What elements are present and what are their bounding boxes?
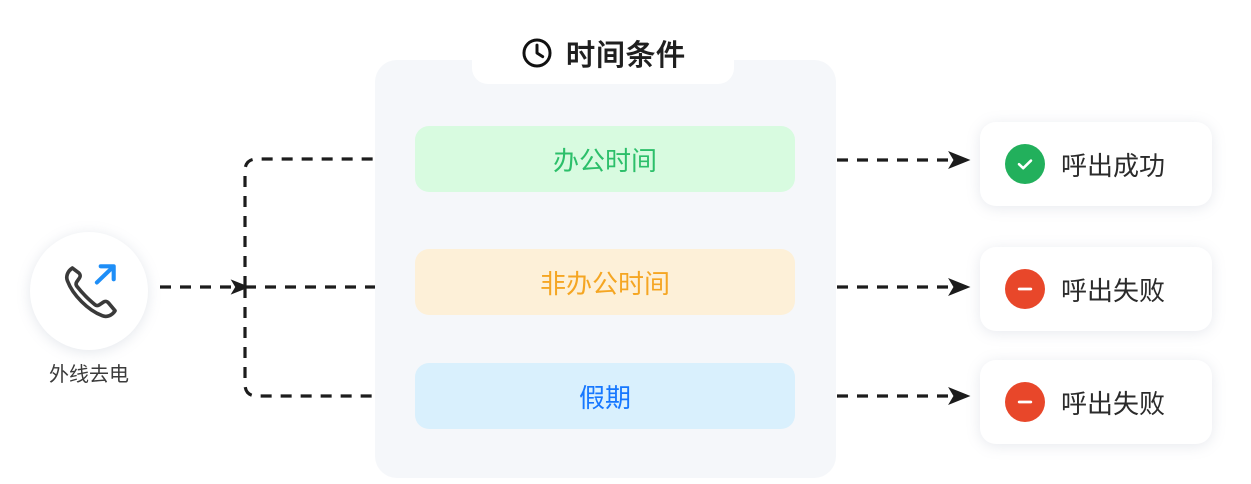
panel-title: 时间条件 [472, 28, 734, 78]
result-card-call-failed-non-office[interactable]: 呼出失败 [980, 247, 1212, 331]
panel-title-text: 时间条件 [565, 40, 686, 72]
minus-circle-icon [1005, 382, 1045, 422]
condition-chip-office-hours[interactable]: 办公时间 [415, 126, 795, 192]
condition-chip-label: 非办公时间 [539, 268, 670, 299]
condition-chip-label: 假期 [578, 382, 631, 413]
clock-icon [520, 36, 554, 70]
result-card-label: 呼出失败 [1061, 275, 1166, 306]
condition-chip-holiday[interactable]: 假期 [415, 363, 795, 429]
source-node[interactable]: 外线去电 [30, 232, 148, 386]
result-card-call-success[interactable]: 呼出成功 [980, 122, 1212, 206]
condition-chip-label: 办公时间 [552, 145, 657, 176]
result-card-call-failed-holiday[interactable]: 呼出失败 [980, 360, 1212, 444]
outgoing-call-icon [30, 232, 148, 350]
check-circle-icon [1005, 144, 1045, 184]
panel-title-notch [472, 52, 734, 84]
result-card-label: 呼出失败 [1061, 388, 1166, 419]
result-card-label: 呼出成功 [1061, 150, 1166, 181]
source-node-label: 外线去电 [49, 364, 129, 386]
minus-circle-icon [1005, 269, 1045, 309]
condition-chip-non-office-hours[interactable]: 非办公时间 [415, 249, 795, 315]
